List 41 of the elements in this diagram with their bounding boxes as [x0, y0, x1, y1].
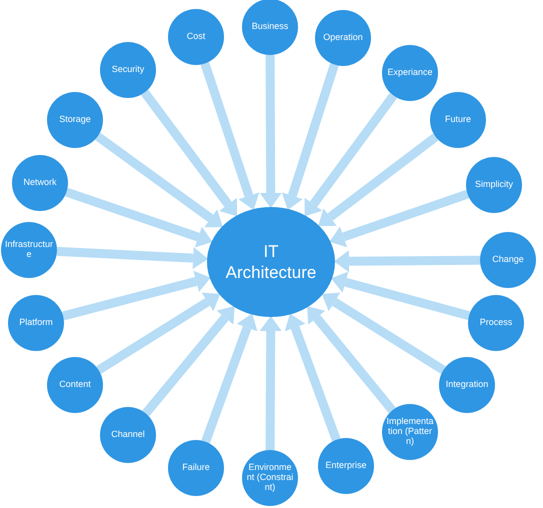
arrow	[142, 306, 235, 416]
topic-circle: Implementation (Pattern)	[382, 404, 438, 460]
topic-circle: Platform	[8, 295, 64, 351]
arrow	[96, 292, 220, 374]
topic-circle: Simplicity	[466, 157, 522, 213]
arrow	[95, 132, 223, 228]
arrow	[284, 314, 341, 442]
topic-circle: Channel	[100, 407, 156, 463]
topic-circle: Environment (Constraint)	[242, 450, 298, 506]
topic-circle: Failure	[168, 440, 224, 496]
central-ellipse: IT Architecture	[207, 207, 335, 317]
topic-circle: Security	[100, 42, 156, 98]
arrow	[200, 62, 260, 210]
topic-circle: Infrastructure	[1, 222, 57, 278]
arrow	[331, 272, 470, 320]
arrow	[282, 63, 339, 210]
topic-circle: Business	[242, 0, 298, 55]
topic-circle: Network	[12, 155, 68, 211]
topic-circle: Storage	[47, 92, 103, 148]
topic-circle: Operation	[315, 10, 371, 66]
topic-circle: Future	[430, 92, 486, 148]
arrow	[260, 316, 282, 450]
arrow	[334, 250, 480, 272]
arrow	[304, 92, 398, 216]
arrow	[56, 246, 208, 270]
arrow	[318, 133, 438, 226]
topic-circle: Content	[47, 357, 103, 413]
arrow	[201, 314, 258, 444]
topic-circle: Process	[468, 295, 524, 351]
topic-circle: Change	[480, 232, 536, 288]
topic-circle: Experiance	[382, 45, 438, 101]
arrow	[322, 292, 446, 374]
topic-circle: Integration	[439, 357, 495, 413]
arrow	[65, 188, 212, 248]
arrow	[141, 90, 238, 216]
arrow	[329, 190, 469, 248]
arrow	[307, 306, 396, 414]
arrow	[260, 54, 282, 208]
topic-circle: Enterprise	[318, 438, 374, 494]
topic-circle: Cost	[168, 9, 224, 65]
arrow	[62, 270, 211, 320]
